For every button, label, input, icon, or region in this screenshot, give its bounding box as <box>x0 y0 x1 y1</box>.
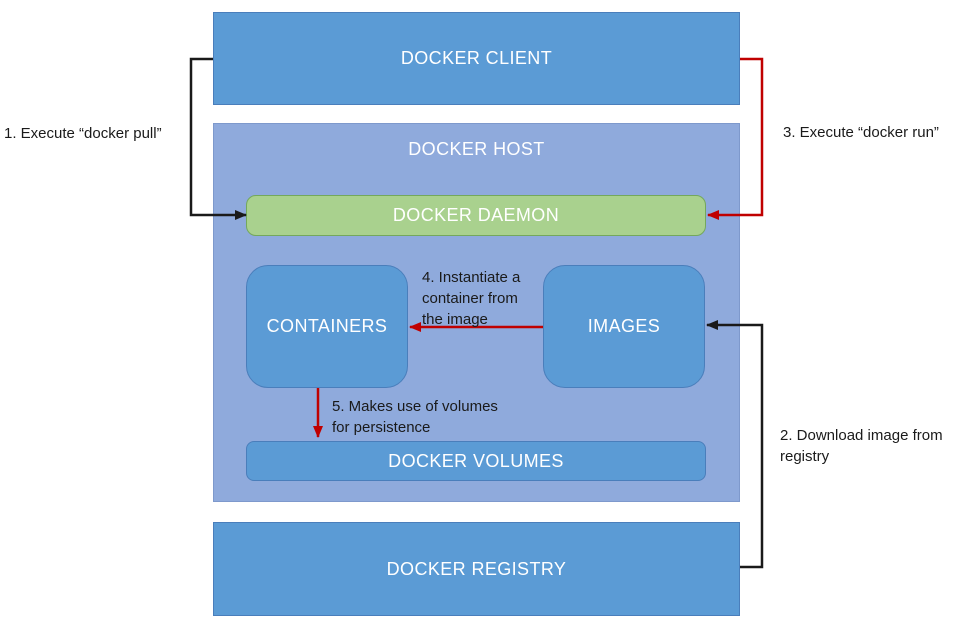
images-label: IMAGES <box>587 316 661 336</box>
annotation-step4: 4. Instantiate a container from the imag… <box>422 267 552 330</box>
annotation-step5: 5. Makes use of volumes for persistence <box>332 396 527 438</box>
docker-volumes-label: DOCKER VOLUMES <box>388 450 564 471</box>
annotation-step5-line: for persistence <box>332 419 431 436</box>
annotation-step2: 2. Download image from registry <box>780 425 967 467</box>
docker-client-box: DOCKER CLIENT <box>213 12 740 105</box>
annotation-step5-line: 5. Makes use of volumes <box>332 398 498 415</box>
docker-daemon-label: DOCKER DAEMON <box>392 205 560 225</box>
docker-volumes-box: DOCKER VOLUMES <box>246 441 706 481</box>
docker-daemon-box: DOCKER DAEMON <box>246 195 706 236</box>
containers-label: CONTAINERS <box>266 316 388 336</box>
containers-box: CONTAINERS <box>246 265 408 388</box>
annotation-step1-line: 1. Execute “docker pull” <box>4 125 162 142</box>
annotation-step4-line: container from <box>422 290 518 307</box>
docker-client-label: DOCKER CLIENT <box>400 48 553 68</box>
docker-host-label: DOCKER HOST <box>408 139 545 159</box>
annotation-step3-line: 3. Execute “docker run” <box>783 124 939 141</box>
annotation-step2-line: 2. Download image from <box>780 427 943 444</box>
annotation-step4-line: the image <box>422 311 488 328</box>
annotation-step4-line: 4. Instantiate a <box>422 269 521 286</box>
images-box: IMAGES <box>543 265 705 388</box>
docker-registry-box: DOCKER REGISTRY <box>213 522 740 616</box>
docker-registry-label: DOCKER REGISTRY <box>386 558 567 579</box>
annotation-step2-line: registry <box>780 448 830 465</box>
annotation-step3: 3. Execute “docker run” <box>783 122 967 143</box>
annotation-step1: 1. Execute “docker pull” <box>4 123 204 144</box>
